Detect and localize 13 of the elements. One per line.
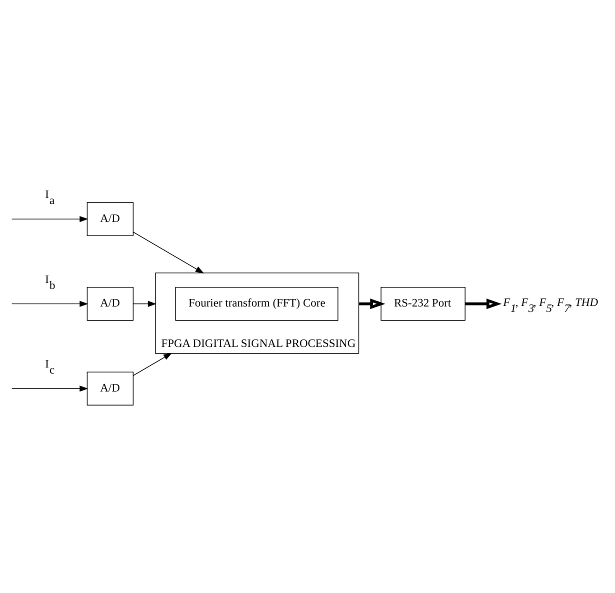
node-box: A/D xyxy=(86,286,134,320)
arrow xyxy=(358,298,386,309)
node-box: A/D xyxy=(86,371,134,405)
arrow xyxy=(11,385,88,392)
node-box: A/D xyxy=(86,202,134,236)
arrow xyxy=(11,300,88,306)
arrow xyxy=(11,216,88,222)
node-box: RS-232 Port xyxy=(380,286,466,320)
node-box: Fourier transform (FFT) Core xyxy=(175,286,338,320)
arrow xyxy=(132,300,157,306)
arrow xyxy=(465,298,502,309)
arrow xyxy=(132,231,204,273)
arrow xyxy=(132,352,172,376)
